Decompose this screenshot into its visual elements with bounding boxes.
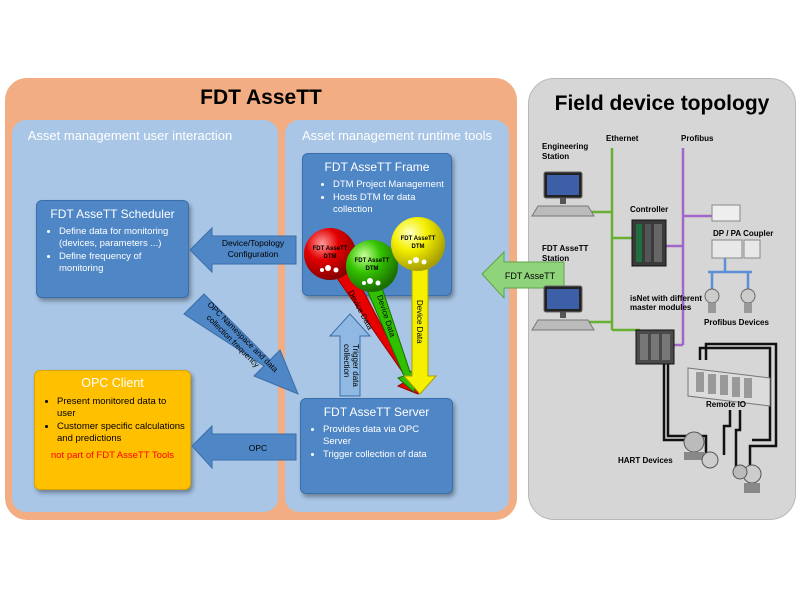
device-data-label-yellow: Device Data [415, 300, 424, 344]
scheduler-box: FDT AsseTT Scheduler Define data for mon… [36, 200, 189, 298]
opc-client-note: not part of FDT AsseTT Tools [50, 450, 175, 461]
trigger-label: Trigger data [351, 344, 360, 387]
dtm-ball-yellow: FDT AsseTT DTM [391, 217, 445, 271]
isnet-label: isNet with different master modules [630, 294, 703, 312]
profibus-devices-label: Profibus Devices [704, 318, 769, 327]
device-topology-label: Device/Topology [222, 238, 285, 248]
fdt-station-icon [531, 285, 595, 331]
svg-text:DTM: DTM [412, 244, 425, 250]
scheduler-item: Define frequency of monitoring [59, 251, 184, 275]
fdt-assett-title: FDT AsseTT [200, 86, 322, 109]
device-data-arrow-yellow [402, 261, 438, 395]
profibus-label: Profibus [681, 134, 714, 143]
trigger-arrow [328, 313, 372, 397]
opc-client-item: Present monitored data to user [57, 396, 186, 420]
frame-list: DTM Project Management Hosts DTM for dat… [303, 179, 451, 216]
remote-io-label: Remote IO [706, 400, 747, 409]
device-topology-arrow [189, 226, 297, 274]
opc-client-item: Customer specific calculations and predi… [57, 421, 186, 445]
server-item: Trigger collection of data [323, 449, 448, 461]
hart-device-icon [683, 431, 762, 493]
opc-namespace-label: OPC Namespace and data [206, 300, 280, 374]
controller-icon [631, 219, 667, 267]
frame-item: Hosts DTM for data collection [333, 192, 447, 216]
svg-text:FDT AsseTT: FDT AsseTT [401, 236, 436, 242]
svg-text:DTM: DTM [324, 254, 337, 260]
svg-text:FDT AsseTT: FDT AsseTT [313, 246, 348, 252]
fdt-assett-arrow [481, 250, 565, 300]
dtm-ball-red: FDT AsseTT DTM [304, 228, 356, 280]
opc-arrow [191, 424, 297, 470]
server-title: FDT AsseTT Server [323, 405, 430, 419]
scheduler-item: Define data for monitoring (devices, par… [59, 226, 184, 250]
profibus-device-icon [704, 288, 756, 313]
isnet-icon [635, 329, 675, 365]
trigger-label-2: collection [342, 344, 351, 377]
ethernet-label: Ethernet [606, 134, 639, 143]
hart-devices-label: HART Devices [618, 456, 673, 465]
fdt-station-label: FDT AsseTT Station [542, 244, 589, 263]
opc-client-title: OPC Client [81, 376, 144, 390]
opc-client-list: Present monitored data to user Customer … [35, 396, 190, 445]
opc-label: OPC [249, 443, 267, 453]
field-topology-title: Field device topology [554, 92, 770, 115]
fdt-assett-arrow-label: FDT AsseTT [505, 271, 556, 281]
runtime-tools-title: Asset management runtime tools [301, 128, 493, 143]
device-topology-label-2: Configuration [228, 249, 279, 259]
engineering-station-icon [531, 171, 595, 217]
scheduler-title: FDT AsseTT Scheduler [50, 207, 175, 221]
server-item: Provides data via OPC Server [323, 424, 448, 448]
opc-client-box: OPC Client Present monitored data to use… [34, 370, 191, 490]
remote-io-icon [687, 367, 771, 407]
scheduler-list: Define data for monitoring (devices, par… [37, 226, 188, 275]
engineering-station-label: Engineering Station [542, 142, 589, 161]
svg-text:FDT AsseTT: FDT AsseTT [355, 258, 390, 264]
controller-label: Controller [630, 205, 669, 214]
server-list: Provides data via OPC Server Trigger col… [301, 424, 452, 461]
dtm-ball-green: FDT AsseTT DTM [346, 240, 398, 292]
svg-text:DTM: DTM [366, 266, 379, 272]
frame-title: FDT AsseTT Frame [324, 160, 430, 174]
dp-pa-coupler-icon [711, 204, 761, 259]
frame-item: DTM Project Management [333, 179, 447, 191]
dp-pa-coupler-label: DP / PA Coupler [713, 229, 774, 238]
server-box: FDT AsseTT Server Provides data via OPC … [300, 398, 453, 494]
opc-namespace-arrow [183, 293, 299, 395]
user-interaction-title: Asset management user interaction [27, 128, 233, 143]
